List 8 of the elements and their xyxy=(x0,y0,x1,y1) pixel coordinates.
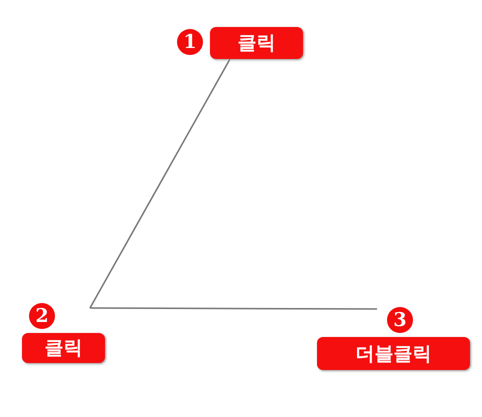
connector-line xyxy=(90,307,377,310)
callout-number: 3 xyxy=(387,307,413,333)
callout-number: 2 xyxy=(29,303,55,329)
connector-line xyxy=(89,58,231,308)
callout-number: 1 xyxy=(177,29,203,55)
label-badge: 클릭 xyxy=(22,333,105,363)
label-badge: 클릭 xyxy=(210,27,303,59)
label-badge: 더블클릭 xyxy=(317,337,470,370)
